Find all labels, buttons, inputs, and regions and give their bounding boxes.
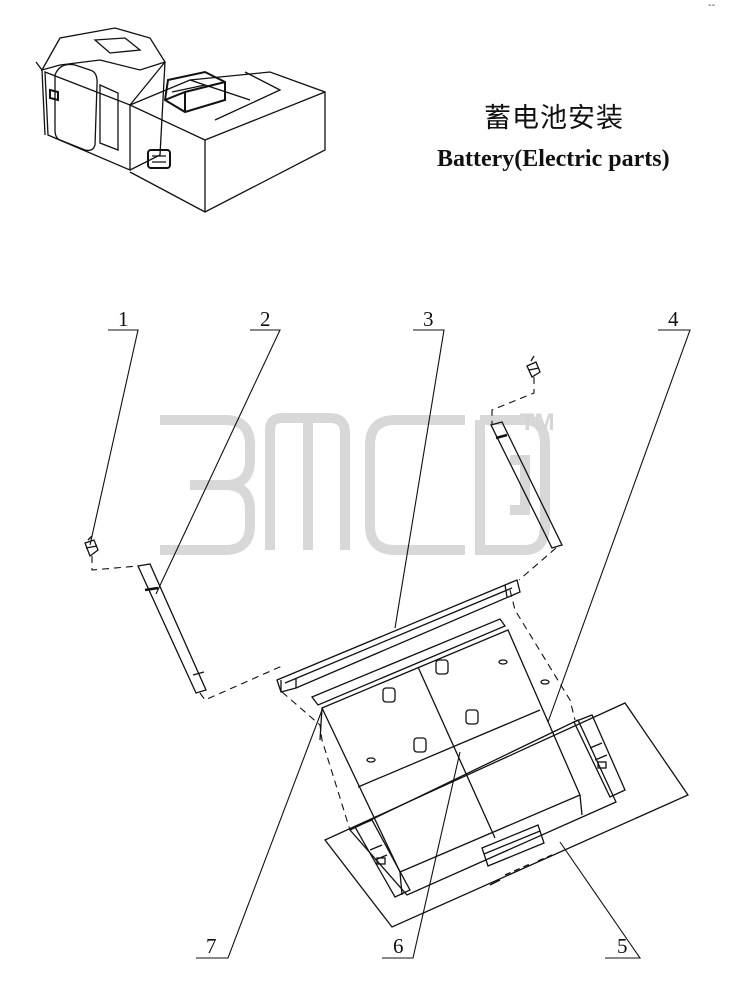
watermark-logo (160, 413, 550, 555)
part-4-batteries (319, 629, 583, 896)
title-chinese: 蓄电池安装 (484, 103, 624, 134)
leader-1 (89, 329, 139, 546)
callout-4: 4 (668, 307, 679, 331)
callout-7: 7 (206, 934, 217, 958)
part-5-clamp (481, 824, 545, 867)
callout-5: 5 (617, 934, 628, 958)
assembly-lines (91, 377, 576, 831)
leader-5 (559, 841, 642, 959)
callout-leaders (89, 329, 691, 959)
battery-tray (323, 702, 689, 928)
callout-1: 1 (118, 307, 129, 331)
title-english: Battery(Electric parts) (437, 146, 670, 172)
part-2-rod-right (490, 421, 563, 549)
part-2-rod-left (137, 563, 207, 694)
excavator-locator-view (35, 27, 326, 213)
part-3-hold-down-bar (276, 579, 521, 693)
part-7-lower-bar (310, 618, 507, 706)
leader-4 (547, 329, 691, 723)
callout-6: 6 (393, 934, 404, 958)
callout-3: 3 (423, 307, 434, 331)
leader-7 (196, 709, 323, 959)
leader-2 (155, 329, 281, 595)
callout-2: 2 (260, 307, 271, 331)
leader-6 (382, 751, 461, 959)
leader-3 (394, 329, 445, 629)
part-1-nut-right (526, 355, 541, 378)
corner-mark: -- (708, 0, 716, 11)
watermark-tm: TM (520, 409, 555, 436)
